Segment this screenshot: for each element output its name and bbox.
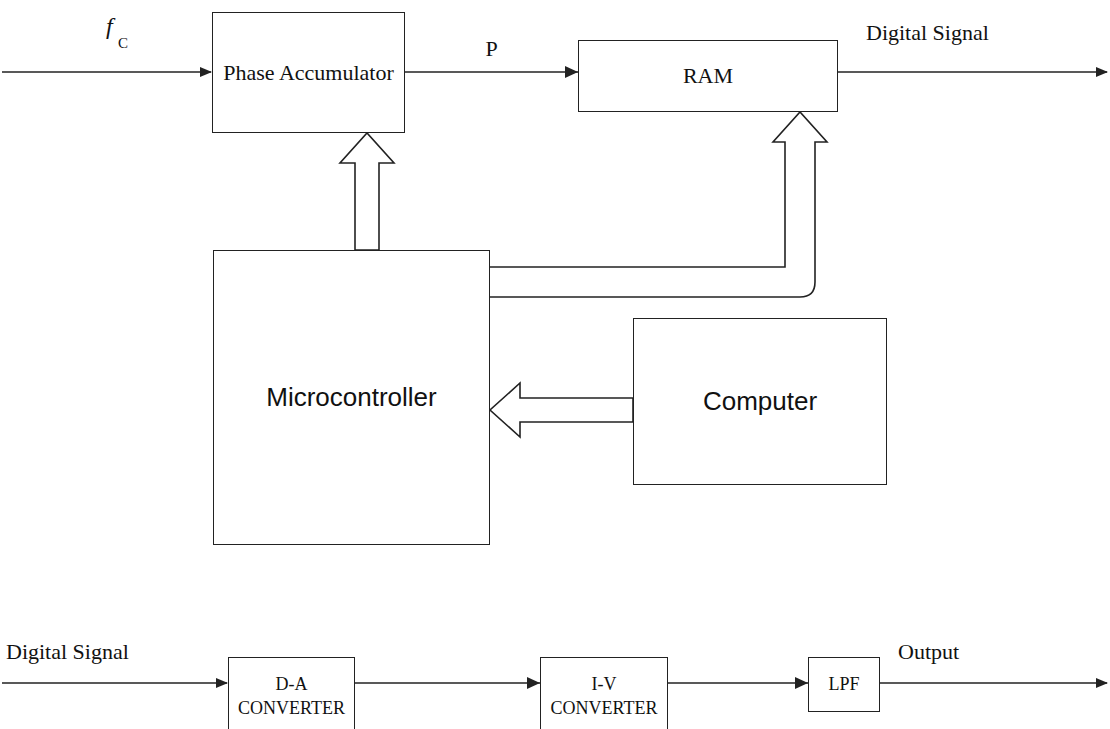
box-label: Phase Accumulator: [223, 58, 393, 88]
arrowhead: [565, 66, 578, 78]
input-wire: [2, 71, 211, 73]
converter-box: D-A CONVERTER: [228, 657, 355, 729]
box-label: Microcontroller: [266, 380, 437, 415]
controller-box: Microcontroller: [213, 250, 490, 545]
converter-box: I-V CONVERTER: [540, 657, 668, 729]
box-label: I-V CONVERTER: [547, 672, 661, 721]
box-label: D-A CONVERTER: [235, 672, 348, 721]
connector: [340, 133, 394, 250]
signal-name: Digital Signal: [866, 22, 989, 44]
connector: [405, 71, 578, 73]
arrowhead: [527, 677, 540, 689]
signal-name: f: [106, 14, 113, 38]
signal-name: Digital Signal: [6, 641, 129, 663]
filter-box: LPF: [808, 657, 880, 712]
output-wire: [880, 682, 1107, 684]
process-box: Phase Accumulator: [212, 12, 405, 133]
computer-box: Computer: [633, 318, 887, 485]
connector: [355, 682, 540, 684]
box-label: RAM: [683, 61, 733, 91]
connector: [490, 112, 827, 297]
arrowhead: [795, 677, 808, 689]
box-label: Computer: [703, 384, 817, 419]
input-wire: [2, 682, 227, 684]
signal-name: Output: [898, 641, 959, 663]
signal-subscript: C: [118, 36, 128, 51]
memory-box: RAM: [578, 40, 838, 112]
bus-label: P: [483, 38, 499, 60]
connector: [668, 682, 808, 684]
output-wire: [838, 71, 1107, 73]
connector: [490, 383, 633, 437]
box-label: LPF: [828, 672, 859, 696]
